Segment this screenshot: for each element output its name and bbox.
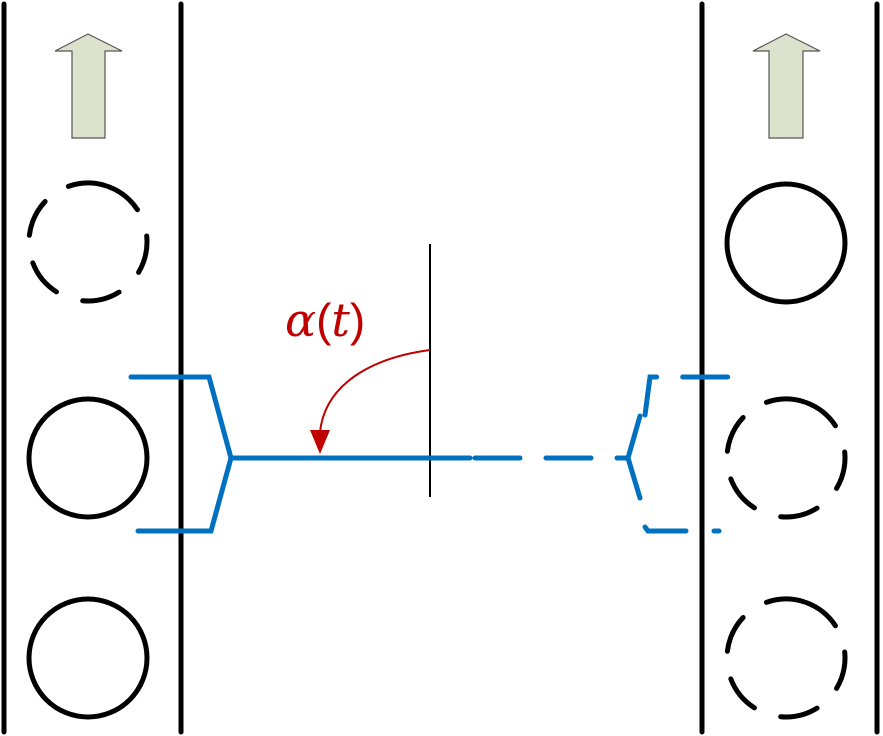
right-slot-empty	[724, 596, 848, 720]
left-slot-object	[26, 596, 150, 720]
angle-variable: t	[331, 293, 350, 347]
angle-open-paren: (	[316, 294, 332, 346]
robot-arm-target	[472, 374, 733, 534]
robot-arm-current	[128, 374, 473, 534]
gripper-lower-jaw-dashed	[642, 524, 689, 534]
left-slot-object	[26, 396, 150, 520]
right-slot-empty	[724, 396, 848, 520]
gripper-lower-jaw-link-dashed	[625, 455, 643, 501]
angle-symbol: α	[285, 293, 316, 347]
gripper-upper-jaw-link-dashed	[625, 413, 643, 461]
right-slot-object	[724, 181, 848, 305]
left-direction-arrow-icon	[54, 33, 123, 139]
angle-arrowhead-icon	[310, 430, 330, 454]
angle-close-paren: )	[350, 294, 365, 346]
gripper-upper-jaw	[128, 374, 234, 461]
right-conveyor	[699, 1, 880, 735]
left-conveyor	[1, 1, 184, 735]
gripper-upper-jaw-dashed	[642, 374, 733, 418]
right-direction-arrow-icon	[752, 33, 821, 139]
angle-arrow	[310, 349, 431, 454]
gripper-lower-jaw	[135, 455, 234, 534]
angle-arc	[319, 349, 431, 433]
left-slot-empty	[26, 180, 150, 304]
angle-label: α(t)	[285, 293, 365, 347]
